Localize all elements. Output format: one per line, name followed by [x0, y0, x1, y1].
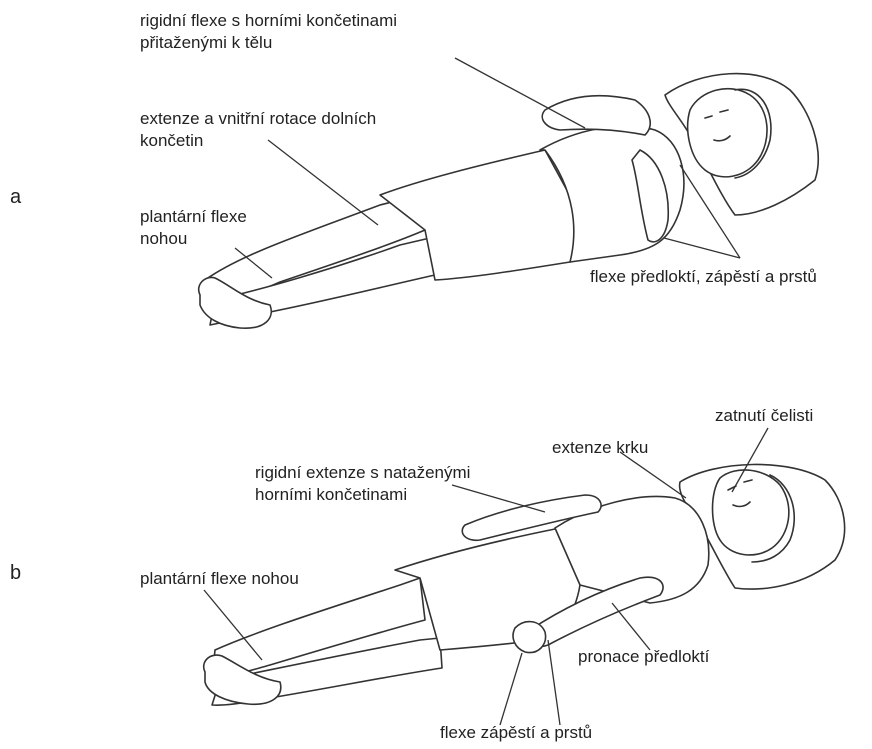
label-b-upper-limbs: rigidní extenze s nataženými horními kon… — [255, 462, 470, 506]
label-b-upper-limbs-line1: rigidní extenze s nataženými — [255, 462, 470, 484]
arm-a — [542, 96, 650, 135]
label-b-neck: extenze krku — [552, 437, 648, 459]
label-b-upper-limbs-line2: horními končetinami — [255, 484, 470, 506]
label-a-upper-limbs: rigidní flexe s horními končetinami přit… — [140, 10, 397, 54]
panel-letter-b: b — [10, 562, 21, 585]
panel-letter-a: a — [10, 186, 21, 209]
head-b — [713, 470, 789, 555]
label-b-wrist: flexe zápěstí a prstů — [440, 722, 592, 744]
label-a-foot-line2: nohou — [140, 228, 247, 250]
label-a-foot: plantární flexe nohou — [140, 206, 247, 250]
hand-b — [513, 622, 545, 653]
label-a-lower-limbs: extenze a vnitřní rotace dolních končeti… — [140, 108, 376, 152]
label-a-forearm: flexe předloktí, zápěstí a prstů — [590, 266, 817, 288]
label-a-lower-limbs-line1: extenze a vnitřní rotace dolních — [140, 108, 376, 130]
label-a-upper-limbs-line2: přitaženými k tělu — [140, 32, 397, 54]
label-b-jaw: zatnutí čelisti — [715, 405, 813, 427]
label-b-forearm: pronace předloktí — [578, 646, 709, 668]
label-b-foot: plantární flexe nohou — [140, 568, 299, 590]
label-a-upper-limbs-line1: rigidní flexe s horními končetinami — [140, 10, 397, 32]
label-a-foot-line1: plantární flexe — [140, 206, 247, 228]
label-a-lower-limbs-line2: končetin — [140, 130, 376, 152]
head-a — [688, 89, 767, 177]
